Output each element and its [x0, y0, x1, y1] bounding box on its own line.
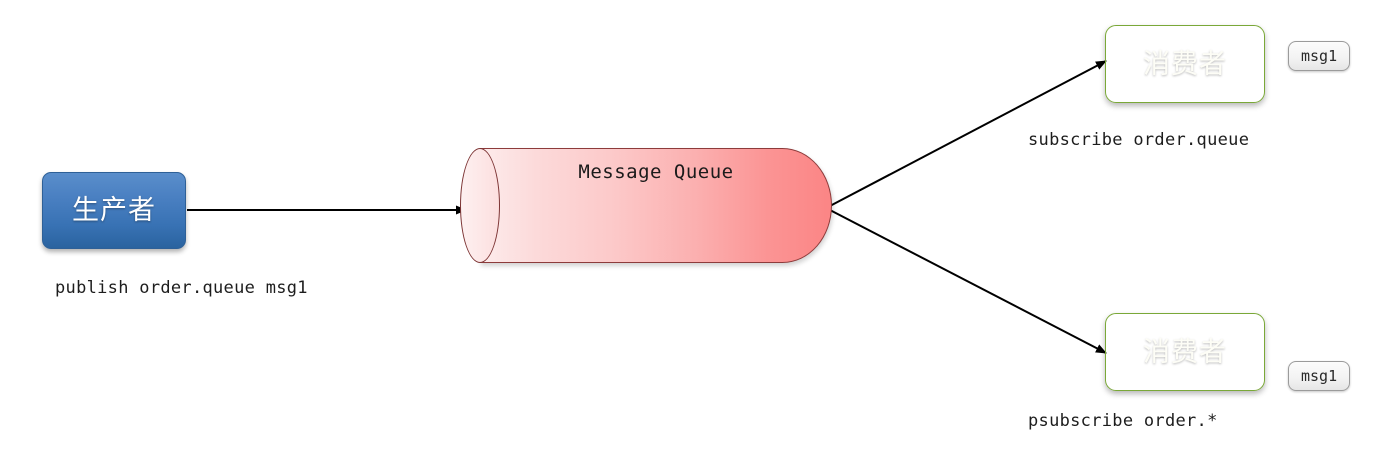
- edge-label-subscribe: subscribe order.queue: [1028, 130, 1250, 150]
- queue-body-shape: [480, 148, 832, 263]
- edge-queue-to-consumer-bottom: [827, 208, 1107, 354]
- node-consumer-top[interactable]: 消费者: [1105, 25, 1265, 103]
- node-message-queue-label: Message Queue: [578, 161, 734, 183]
- node-message-queue[interactable]: Message Queue: [460, 148, 832, 263]
- queue-left-cap-ellipse: [460, 148, 500, 263]
- badge-msg-bottom: msg1: [1288, 361, 1351, 391]
- badge-msg-top: msg1: [1288, 41, 1351, 71]
- edge-label-psubscribe: psubscribe order.*: [1028, 411, 1218, 431]
- node-producer[interactable]: 生产者: [42, 172, 186, 249]
- node-producer-label: 生产者: [72, 195, 156, 226]
- edge-label-publish: publish order.queue msg1: [55, 278, 308, 298]
- node-consumer-top-label: 消费者: [1143, 48, 1227, 80]
- node-consumer-bottom[interactable]: 消费者: [1105, 313, 1265, 391]
- node-consumer-bottom-label: 消费者: [1143, 336, 1227, 368]
